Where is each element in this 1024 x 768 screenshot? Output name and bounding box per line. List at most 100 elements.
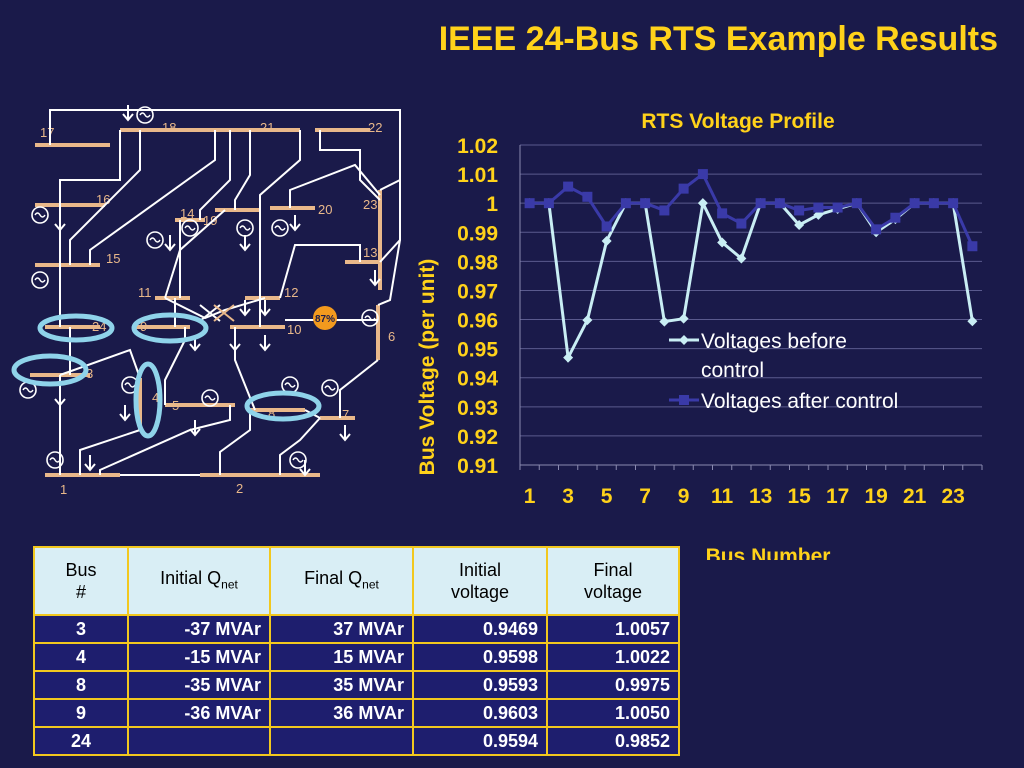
voltage-profile-chart: RTS Voltage Profile1.021.0110.990.980.97…: [416, 110, 983, 560]
x-tick-label: 23: [941, 485, 964, 508]
y-tick-label: 0.92: [457, 426, 498, 449]
generator-icon: [204, 395, 216, 401]
data-point: [524, 198, 535, 209]
data-point: [967, 241, 978, 252]
table-cell: -36 MVAr: [127, 698, 271, 728]
data-point: [543, 198, 554, 209]
data-point: [948, 198, 959, 209]
data-point: [563, 352, 574, 363]
data-point: [659, 316, 670, 327]
data-point: [601, 221, 612, 232]
bus-label: 3: [86, 366, 93, 381]
x-tick-label: 13: [749, 485, 772, 508]
load-arrow-icon: [54, 215, 66, 232]
branch-line: [164, 327, 186, 405]
generator-icon: [321, 379, 339, 397]
branch-line: [319, 130, 381, 201]
bus-label: 2: [236, 481, 243, 496]
table-cell: 24: [33, 726, 129, 756]
data-point: [697, 198, 708, 209]
load-arrow-icon: [339, 425, 351, 442]
branch-line: [199, 130, 231, 220]
bus-label: 1: [60, 482, 67, 497]
generator-icon: [184, 225, 196, 231]
overload-badge: [313, 306, 337, 330]
y-tick-label: 0.96: [457, 310, 498, 333]
data-point: [871, 224, 882, 235]
data-point: [659, 205, 670, 216]
load-arrow-icon: [164, 235, 176, 252]
generator-icon: [201, 389, 219, 407]
generator-icon: [149, 237, 161, 243]
branch-line: [279, 244, 361, 299]
generator-icon: [139, 112, 151, 118]
branch-line: [234, 130, 251, 210]
y-tick-label: 1.02: [457, 135, 498, 158]
table-cell: 4: [33, 642, 129, 672]
load-arrow-icon: [259, 300, 271, 317]
table-cell: 3: [33, 614, 129, 644]
branch-line: [259, 130, 301, 210]
x-tick-label: 17: [826, 485, 849, 508]
load-arrow-icon: [259, 335, 271, 352]
table-cell: 9: [33, 698, 129, 728]
table-cell: [127, 726, 271, 756]
bus-label: 5: [172, 398, 179, 413]
x-tick-label: 7: [639, 485, 651, 508]
data-point: [678, 313, 689, 324]
data-point: [928, 198, 939, 209]
generator-icon: [364, 315, 376, 321]
branch-line: [289, 163, 381, 208]
highlight-ellipse: [37, 313, 115, 343]
generator-icon: [146, 231, 164, 249]
data-point: [794, 220, 805, 230]
data-point: [582, 315, 593, 326]
generator-icon: [34, 277, 46, 283]
generator-icon: [34, 212, 46, 218]
table-cell: -35 MVAr: [127, 670, 271, 700]
x-tick-label: 11: [711, 485, 734, 508]
bus-label: 22: [368, 120, 382, 135]
series-line: [529, 171, 974, 247]
y-tick-label: 0.93: [457, 397, 498, 420]
table-cell: 0.9852: [546, 726, 680, 756]
data-point: [813, 202, 824, 213]
data-point: [582, 191, 593, 202]
table-cell: 0.9593: [412, 670, 548, 700]
legend-swatch: [679, 335, 689, 345]
generator-icon: [46, 451, 64, 469]
x-tick-label: 1: [524, 485, 536, 508]
bus-label: 23: [363, 197, 377, 212]
y-tick-label: 1.01: [457, 164, 498, 187]
data-point: [678, 183, 689, 194]
header-initial-q: Initial Qnet: [127, 546, 271, 616]
data-point: [736, 218, 747, 229]
y-tick-label: 0.97: [457, 280, 498, 303]
y-axis-label: Bus Voltage (per unit): [416, 259, 439, 476]
y-tick-label: 0.99: [457, 222, 498, 245]
bus-label: 24: [92, 319, 106, 334]
table-cell: 15 MVAr: [269, 642, 414, 672]
bus-label: 7: [342, 407, 349, 422]
data-point: [563, 181, 574, 192]
generator-icon: [124, 382, 136, 388]
branch-line: [339, 359, 379, 418]
table-cell: -37 MVAr: [127, 614, 271, 644]
table-cell: 35 MVAr: [269, 670, 414, 700]
branch-line: [219, 410, 251, 475]
generator-icon: [292, 457, 304, 463]
table-cell: [269, 726, 414, 756]
load-arrow-icon: [189, 420, 201, 437]
chart-title: RTS Voltage Profile: [641, 110, 834, 133]
branch-line: [377, 239, 401, 306]
branch-line: [69, 130, 141, 265]
bus-label: 18: [162, 120, 176, 135]
x-tick-label: 5: [601, 485, 613, 508]
x-tick-label: 21: [903, 485, 927, 508]
generator-icon: [239, 225, 251, 231]
